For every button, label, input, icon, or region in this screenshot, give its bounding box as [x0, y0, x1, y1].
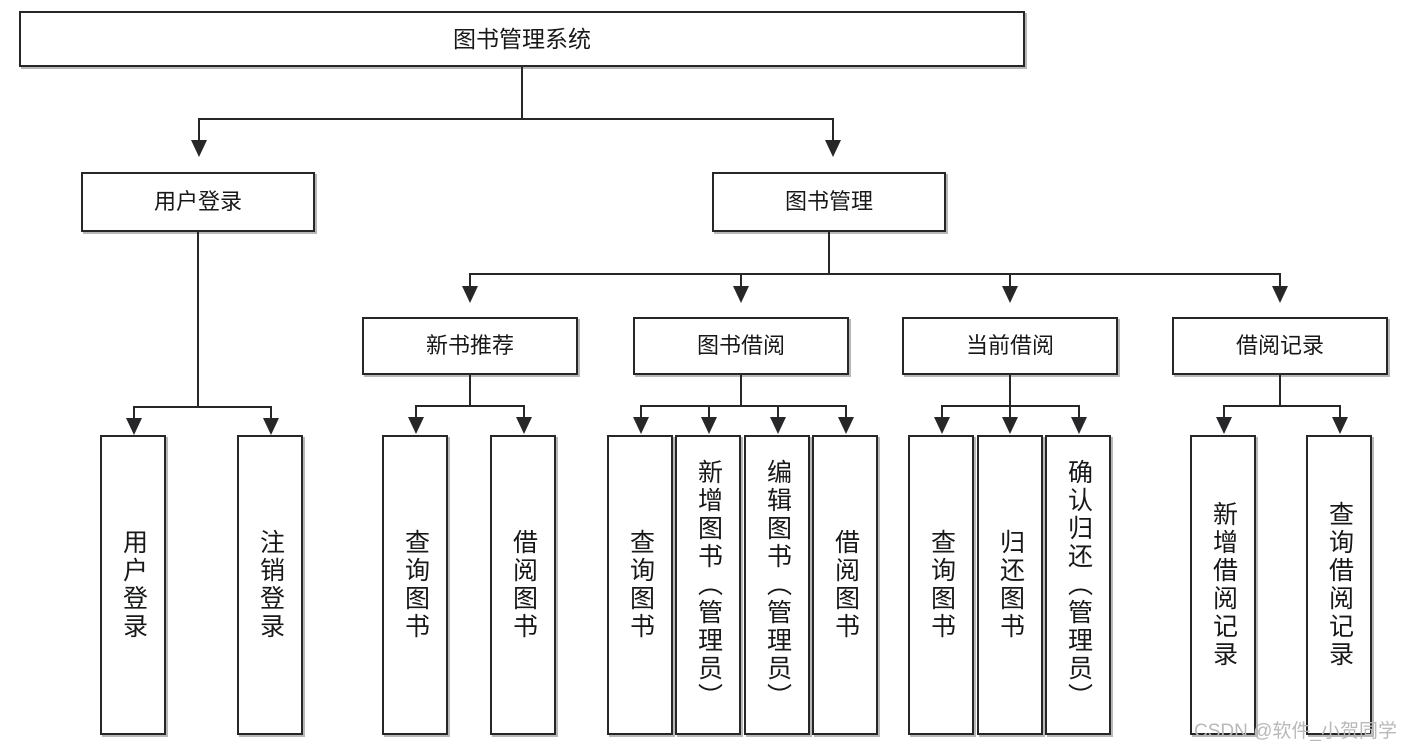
arrowhead-book-borrow — [733, 286, 749, 303]
arrowhead-leaf-add-book — [701, 417, 717, 434]
arrowhead-leaf-query-book-2 — [633, 417, 649, 434]
node-leaf-add-book[interactable]: 新增图书（管理员） — [675, 435, 741, 735]
arrowhead-leaf-return-book — [1002, 417, 1018, 434]
edge-user-login-stem — [197, 232, 199, 407]
arrowhead-leaf-borrow-book-2 — [838, 417, 854, 434]
edge-cb-drop-1 — [941, 405, 943, 418]
arrowhead-leaf-query-book-3 — [934, 417, 950, 434]
node-user-login[interactable]: 用户登录 — [81, 172, 315, 232]
node-label: 查询图书 — [927, 529, 956, 641]
edge-bb-drop-2 — [708, 405, 710, 418]
edge-bb-drop-3 — [777, 405, 779, 418]
node-label: 归还图书 — [996, 529, 1025, 641]
node-label: 图书借阅 — [696, 333, 785, 359]
edge-bb-drop-1 — [640, 405, 642, 418]
edge-book-manage-bus — [469, 273, 1280, 275]
node-label: 借阅图书 — [831, 529, 860, 641]
edge-root-to-user-login — [198, 118, 200, 141]
edge-bb-stem — [740, 375, 742, 406]
node-label: 注销登录 — [256, 529, 285, 641]
edge-bm-drop-1 — [469, 273, 471, 287]
node-label: 借阅图书 — [509, 529, 538, 641]
edge-cb-stem — [1009, 375, 1011, 406]
node-label: 当前借阅 — [965, 333, 1054, 359]
edge-br-drop-1 — [1223, 405, 1225, 418]
edge-user-login-drop-1 — [133, 406, 135, 419]
node-label: 确认归还（管理员） — [1064, 459, 1093, 711]
edge-user-login-bus — [133, 406, 271, 408]
edge-br-stem — [1279, 375, 1281, 406]
node-leaf-query-book-2[interactable]: 查询图书 — [607, 435, 673, 735]
node-leaf-confirm-return[interactable]: 确认归还（管理员） — [1045, 435, 1111, 735]
node-book-borrow[interactable]: 图书借阅 — [633, 317, 849, 375]
edge-bm-drop-4 — [1279, 273, 1281, 287]
node-label: 用户登录 — [119, 529, 148, 641]
node-label: 图书管理 — [784, 189, 873, 215]
arrowhead-user-login — [191, 140, 207, 157]
node-leaf-query-book-3[interactable]: 查询图书 — [908, 435, 974, 735]
arrowhead-leaf-user-login — [126, 418, 142, 435]
edge-nbr-drop-1 — [415, 405, 417, 418]
edge-nbr-drop-2 — [523, 405, 525, 418]
edge-cb-drop-2 — [1009, 405, 1011, 418]
arrowhead-leaf-edit-book — [770, 417, 786, 434]
node-leaf-add-record[interactable]: 新增借阅记录 — [1190, 435, 1256, 735]
arrowhead-leaf-add-record — [1216, 417, 1232, 434]
edge-bb-bus — [640, 405, 846, 407]
arrowhead-current-borrow — [1002, 286, 1018, 303]
node-label: 新增借阅记录 — [1209, 501, 1238, 669]
edge-cb-drop-3 — [1078, 405, 1080, 418]
node-root-system[interactable]: 图书管理系统 — [19, 11, 1025, 67]
edge-root-to-book-manage — [832, 118, 834, 141]
edge-root-bus — [198, 118, 834, 120]
node-label: 新增图书（管理员） — [694, 459, 723, 711]
edge-bb-drop-4 — [845, 405, 847, 418]
node-current-borrow[interactable]: 当前借阅 — [902, 317, 1118, 375]
edge-br-drop-2 — [1339, 405, 1341, 418]
node-label: 借阅记录 — [1235, 333, 1324, 359]
arrowhead-leaf-query-record — [1332, 417, 1348, 434]
arrowhead-leaf-query-book-1 — [408, 417, 424, 434]
node-borrow-record[interactable]: 借阅记录 — [1172, 317, 1388, 375]
arrowhead-book-manage — [825, 140, 841, 157]
node-leaf-edit-book[interactable]: 编辑图书（管理员） — [744, 435, 810, 735]
arrowhead-leaf-logout-login — [263, 418, 279, 435]
node-label: 用户登录 — [153, 189, 242, 215]
arrowhead-new-book-recommend — [462, 286, 478, 303]
node-label: 查询图书 — [626, 529, 655, 641]
node-leaf-query-record[interactable]: 查询借阅记录 — [1306, 435, 1372, 735]
edge-bm-drop-2 — [740, 273, 742, 287]
node-label: 图书管理系统 — [453, 25, 591, 52]
node-leaf-query-book-1[interactable]: 查询图书 — [382, 435, 448, 735]
edge-nbr-bus — [415, 405, 524, 407]
edge-nbr-stem — [469, 375, 471, 406]
node-leaf-borrow-book-1[interactable]: 借阅图书 — [490, 435, 556, 735]
node-leaf-user-login[interactable]: 用户登录 — [100, 435, 166, 735]
node-label: 查询借阅记录 — [1325, 501, 1354, 669]
arrowhead-leaf-confirm-return — [1071, 417, 1087, 434]
node-new-book-recommend[interactable]: 新书推荐 — [362, 317, 578, 375]
watermark: CSDN @软件_小贺同学 — [1194, 721, 1397, 742]
edge-br-bus — [1223, 405, 1340, 407]
node-leaf-logout-login[interactable]: 注销登录 — [237, 435, 303, 735]
node-leaf-return-book[interactable]: 归还图书 — [977, 435, 1043, 735]
node-book-manage[interactable]: 图书管理 — [712, 172, 946, 232]
node-leaf-borrow-book-2[interactable]: 借阅图书 — [812, 435, 878, 735]
node-label: 查询图书 — [401, 529, 430, 641]
edge-bm-drop-3 — [1009, 273, 1011, 287]
edge-book-manage-stem — [828, 232, 830, 274]
edge-root-stem — [521, 67, 523, 119]
node-label: 编辑图书（管理员） — [763, 459, 792, 711]
edge-user-login-drop-2 — [270, 406, 272, 419]
arrowhead-borrow-record — [1272, 286, 1288, 303]
arrowhead-leaf-borrow-book-1 — [516, 417, 532, 434]
node-label: 新书推荐 — [425, 333, 514, 359]
